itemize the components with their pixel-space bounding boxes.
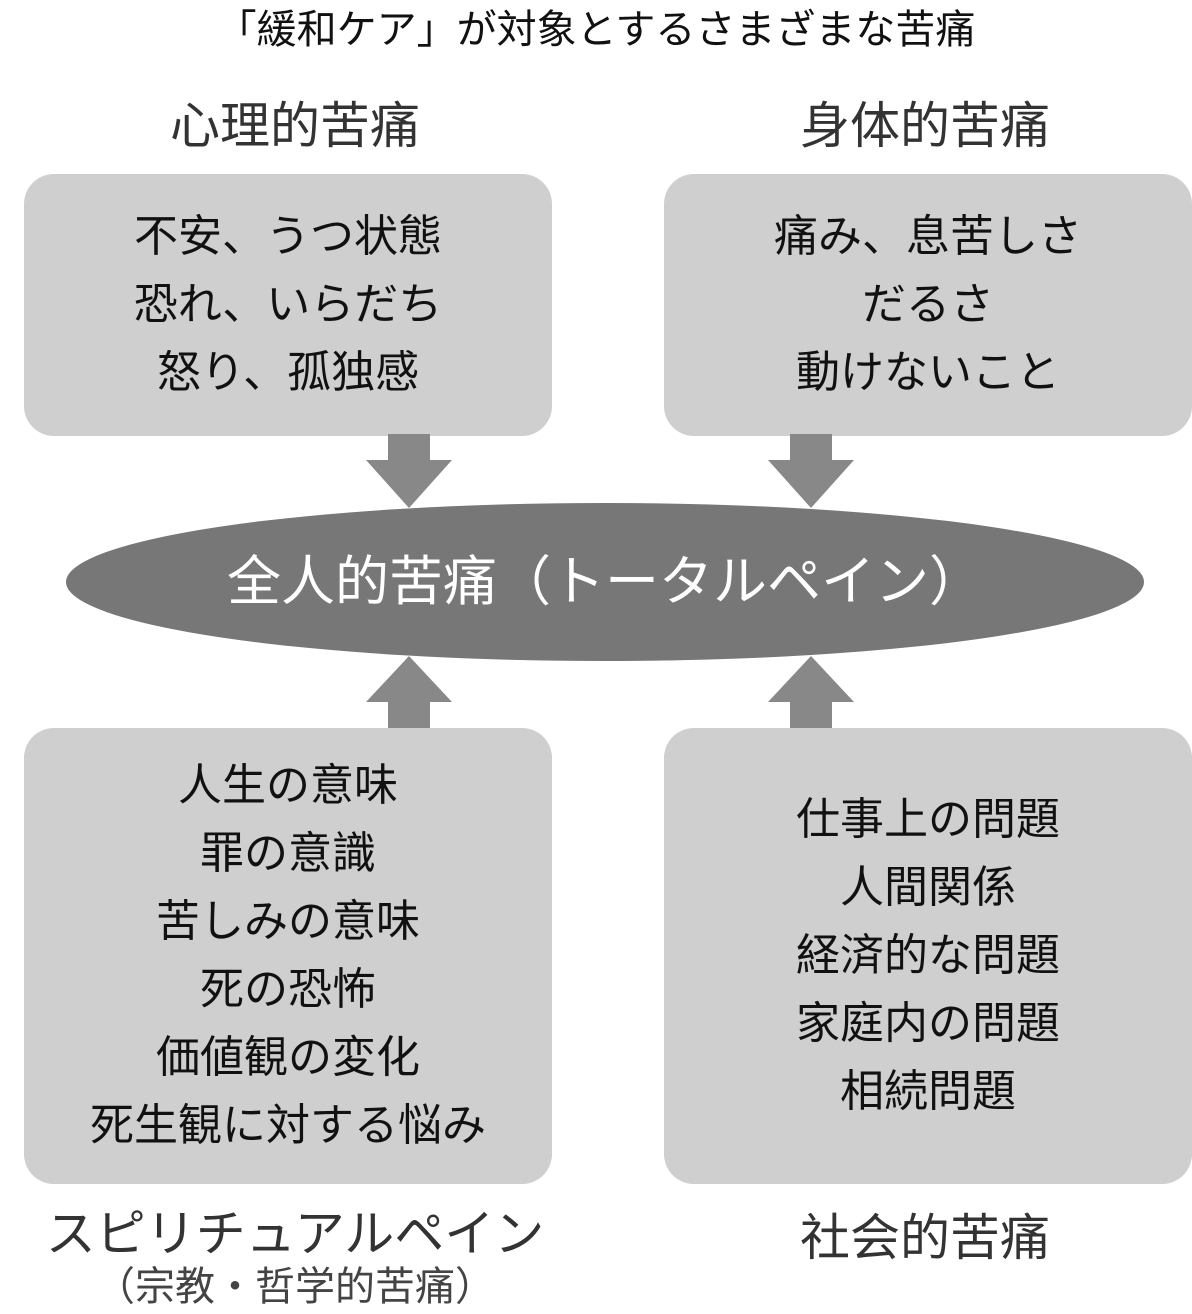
arrow-down-psychological-icon: [366, 434, 452, 508]
psychological-item: 怒り、孤独感: [156, 347, 420, 398]
total-pain-label: 全人的苦痛（トータルペイン）: [227, 550, 983, 613]
social-heading: 社会的苦痛: [800, 1209, 1050, 1267]
spiritual-item: 罪の意識: [200, 828, 376, 879]
social-item: 相続問題: [840, 1066, 1016, 1117]
spiritual-item: 価値観の変化: [156, 1032, 420, 1083]
total-pain-ellipse: 全人的苦痛（トータルペイン）: [66, 503, 1144, 661]
spiritual-subheading: （宗教・哲学的苦痛）: [95, 1264, 495, 1310]
physical-heading: 身体的苦痛: [800, 97, 1050, 155]
social-item: 経済的な問題: [796, 930, 1060, 981]
physical-item: 動けないこと: [796, 347, 1060, 398]
spiritual-item: 死生観に対する悩み: [90, 1100, 486, 1151]
arrow-up-spiritual-icon: [366, 656, 452, 732]
psychological-heading: 心理的苦痛: [170, 97, 420, 155]
psychological-box: 不安、うつ状態 恐れ、いらだち 怒り、孤独感: [24, 174, 552, 436]
psychological-item: 恐れ、いらだち: [133, 279, 443, 330]
diagram-title: 「緩和ケア」が対象とするさまざまな苦痛: [216, 7, 976, 53]
psychological-item: 不安、うつ状態: [134, 211, 442, 262]
physical-box: 痛み、息苦しさ だるさ 動けないこと: [664, 174, 1192, 436]
physical-item: だるさ: [862, 279, 994, 330]
arrow-down-physical-icon: [768, 434, 854, 508]
physical-item: 痛み、息苦しさ: [774, 211, 1082, 262]
social-box: 仕事上の問題 人間関係 経済的な問題 家庭内の問題 相続問題: [664, 728, 1192, 1184]
social-item: 家庭内の問題: [796, 998, 1060, 1049]
spiritual-box: 人生の意味 罪の意識 苦しみの意味 死の恐怖 価値観の変化 死生観に対する悩み: [24, 728, 552, 1184]
social-item: 人間関係: [840, 862, 1016, 913]
arrow-up-social-icon: [768, 656, 854, 732]
spiritual-item: 苦しみの意味: [156, 896, 420, 947]
spiritual-item: 人生の意味: [178, 760, 398, 811]
spiritual-heading: スピリチュアルペイン: [45, 1205, 545, 1263]
social-item: 仕事上の問題: [796, 794, 1060, 845]
spiritual-item: 死の恐怖: [200, 964, 376, 1015]
